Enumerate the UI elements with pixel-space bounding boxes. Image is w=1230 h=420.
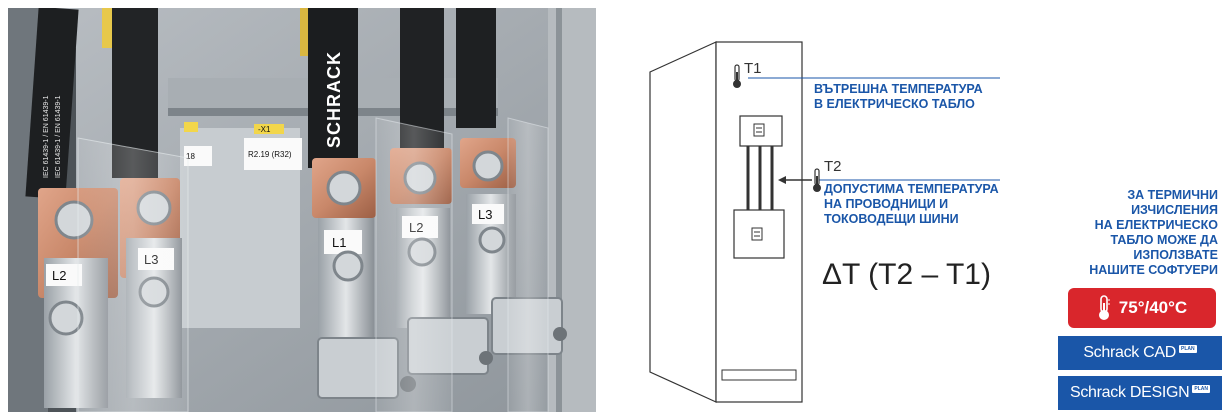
t2-description: ДОПУСТИМА ТЕМПЕРАТУРА НА ПРОВОДНИЦИ И ТО… — [824, 182, 999, 227]
t2-desc-line: ДОПУСТИМА ТЕМПЕРАТУРА — [824, 182, 999, 196]
temperature-badge: 75°/40°C — [1068, 288, 1216, 328]
phase-label-l3-right: L3 — [478, 207, 492, 222]
cabinet-diagram: T1 T2 ВЪТРЕШНА ТЕМПЕРАТУРА В ЕЛЕКТРИЧЕСК… — [640, 30, 1040, 410]
t1-desc-line: В ЕЛЕКТРИЧЕСКО ТАБЛО — [814, 97, 975, 111]
info-line: ЗА ТЕРМИЧНИ — [1127, 188, 1218, 202]
t1-label: T1 — [744, 60, 762, 77]
temperature-value: 75°/40°C — [1118, 298, 1188, 317]
thermometer-icon — [813, 168, 821, 192]
t1-description: ВЪТРЕШНА ТЕМПЕРАТУРА В ЕЛЕКТРИЧЕСКО ТАБЛ… — [814, 82, 983, 112]
cable-print-2: IEC 61439-1 / EN 61439-1 — [43, 95, 50, 178]
info-line: ИЗЧИСЛЕНИЯ — [1131, 203, 1218, 217]
info-line: ИЗПОЛЗВАТЕ — [1133, 248, 1218, 262]
t2-desc-line: НА ПРОВОДНИЦИ И — [824, 197, 949, 211]
t2-label: T2 — [824, 158, 842, 175]
schrack-cad-button[interactable]: Schrack CAD PLAN — [1058, 336, 1222, 370]
phase-label-l2-left: L2 — [52, 268, 66, 283]
info-line: НА ЕЛЕКТРИЧЕСКО — [1094, 218, 1218, 232]
switchgear-photo: 18 R2.19 (R32) -X1 IEC 61439-1 / EN 6143… — [8, 8, 596, 412]
schrack-brand-print: SCHRACK — [324, 51, 344, 148]
info-line: НАШИТЕ СОФТУЕРИ — [1089, 263, 1218, 277]
t2-desc-line: ТОКОВОДЕЩИ ШИНИ — [824, 212, 959, 226]
software-name: Schrack DESIGN — [1069, 384, 1190, 401]
schrack-design-button[interactable]: Schrack DESIGN PLAN — [1058, 376, 1222, 410]
thermometer-icon — [733, 64, 741, 88]
plan-tag: PLAN — [1192, 385, 1210, 393]
software-name: Schrack CAD — [1083, 344, 1177, 361]
phase-label-l1: L1 — [332, 235, 346, 250]
cabinet-outline — [649, 41, 1000, 403]
info-line: ТАБЛО МОЖЕ ДА — [1110, 233, 1218, 247]
label-x1: -X1 — [258, 125, 271, 134]
software-info-text: ЗА ТЕРМИЧНИ ИЗЧИСЛЕНИЯ НА ЕЛЕКТРИЧЕСКО Т… — [1062, 188, 1218, 278]
plan-tag: PLAN — [1179, 345, 1197, 353]
thermometer-icon — [1098, 295, 1110, 320]
t1-desc-line: ВЪТРЕШНА ТЕМПЕРАТУРА — [814, 82, 983, 96]
cable-print-1: IEC 61439-1 / EN 61439-1 — [55, 95, 62, 178]
switchgear-illustration: 18 R2.19 (R32) -X1 IEC 61439-1 / EN 6143… — [8, 8, 596, 412]
label-18: 18 — [186, 152, 195, 161]
delta-t-formula: ΔT (T2 – T1) — [822, 258, 991, 291]
label-r219: R2.19 (R32) — [248, 150, 292, 159]
